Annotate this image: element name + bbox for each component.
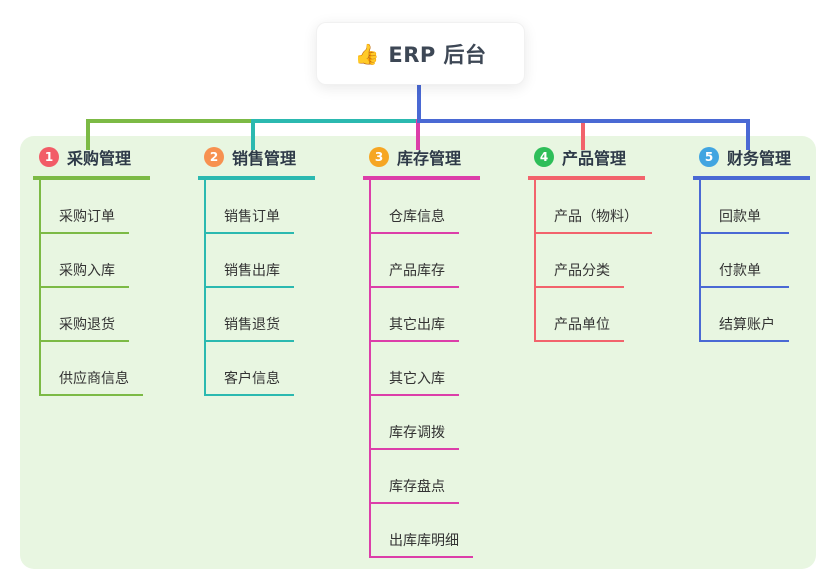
leaf-node[interactable]: 采购退货 — [41, 288, 129, 342]
leaf-node[interactable]: 产品单位 — [536, 288, 624, 342]
branch-label: 财务管理 — [727, 149, 792, 168]
leaf-node[interactable]: 产品（物料） — [536, 180, 652, 234]
leaf-node[interactable]: 其它出库 — [371, 288, 459, 342]
leaf-node[interactable]: 出库库明细 — [371, 504, 473, 558]
branch-inventory: 3 库存管理 仓库信息 产品库存 其它出库 其它入库 库存调拨 库存盘点 出库库… — [363, 146, 480, 558]
leaf-node[interactable]: 产品库存 — [371, 234, 459, 288]
leaf-node[interactable]: 仓库信息 — [371, 180, 459, 234]
leaf-node[interactable]: 库存调拨 — [371, 396, 459, 450]
branch-number-badge: 2 — [204, 147, 224, 167]
leaf-node[interactable]: 回款单 — [701, 180, 789, 234]
root-node[interactable]: 👍 ERP 后台 — [316, 22, 525, 85]
branch-children: 销售订单 销售出库 销售退货 客户信息 — [204, 180, 294, 396]
branches-background-panel — [20, 136, 816, 569]
branch-header-sales[interactable]: 2 销售管理 — [198, 146, 315, 180]
branch-purchase: 1 采购管理 采购订单 采购入库 采购退货 供应商信息 — [33, 146, 150, 396]
branch-children: 仓库信息 产品库存 其它出库 其它入库 库存调拨 库存盘点 出库库明细 — [369, 180, 473, 558]
branch-number-badge: 1 — [39, 147, 59, 167]
branch-number-badge: 3 — [369, 147, 389, 167]
branch-product: 4 产品管理 产品（物料） 产品分类 产品单位 — [528, 146, 652, 342]
branch-header-inventory[interactable]: 3 库存管理 — [363, 146, 480, 180]
branch-finance: 5 财务管理 回款单 付款单 结算账户 — [693, 146, 810, 342]
branch-number-badge: 5 — [699, 147, 719, 167]
branch-children: 回款单 付款单 结算账户 — [699, 180, 789, 342]
branch-header-finance[interactable]: 5 财务管理 — [693, 146, 810, 180]
branch-header-product[interactable]: 4 产品管理 — [528, 146, 645, 180]
branch-number-badge: 4 — [534, 147, 554, 167]
branch-children: 采购订单 采购入库 采购退货 供应商信息 — [39, 180, 143, 396]
branch-header-purchase[interactable]: 1 采购管理 — [33, 146, 150, 180]
leaf-node[interactable]: 产品分类 — [536, 234, 624, 288]
branch-label: 库存管理 — [397, 149, 462, 168]
branch-children: 产品（物料） 产品分类 产品单位 — [534, 180, 652, 342]
leaf-node[interactable]: 采购入库 — [41, 234, 129, 288]
leaf-node[interactable]: 采购订单 — [41, 180, 129, 234]
branch-label: 产品管理 — [562, 149, 627, 168]
root-node-label: ERP 后台 — [388, 42, 487, 67]
branch-label: 销售管理 — [232, 149, 297, 168]
thumbs-up-icon: 👍 — [354, 41, 380, 66]
leaf-node[interactable]: 销售出库 — [206, 234, 294, 288]
leaf-node[interactable]: 客户信息 — [206, 342, 294, 396]
leaf-node[interactable]: 供应商信息 — [41, 342, 143, 396]
leaf-node[interactable]: 销售订单 — [206, 180, 294, 234]
branch-sales: 2 销售管理 销售订单 销售出库 销售退货 客户信息 — [198, 146, 315, 396]
leaf-node[interactable]: 付款单 — [701, 234, 789, 288]
leaf-node[interactable]: 库存盘点 — [371, 450, 459, 504]
leaf-node[interactable]: 销售退货 — [206, 288, 294, 342]
branch-label: 采购管理 — [67, 149, 132, 168]
leaf-node[interactable]: 其它入库 — [371, 342, 459, 396]
leaf-node[interactable]: 结算账户 — [701, 288, 789, 342]
